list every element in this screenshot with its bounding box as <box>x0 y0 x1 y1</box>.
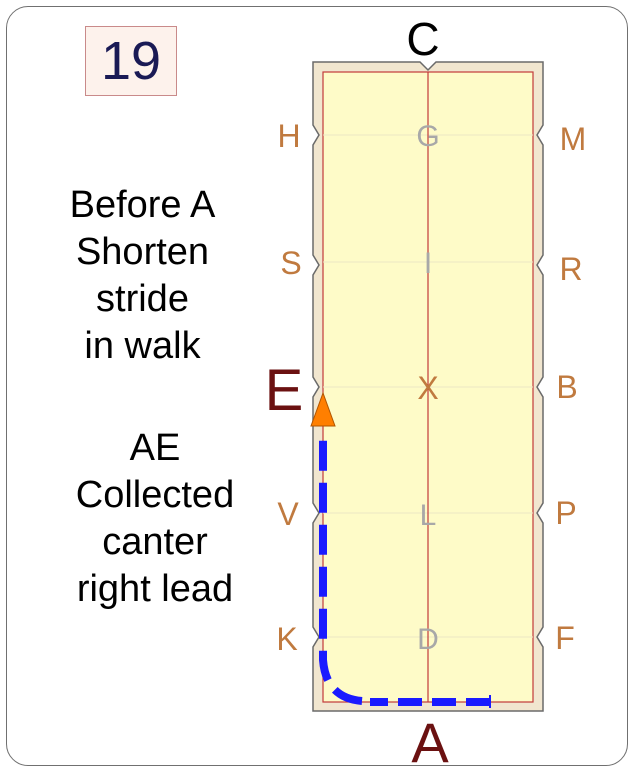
instruction-before-a: Before A Shorten stride in walk <box>40 182 245 370</box>
instruction-line: Collected <box>75 474 235 516</box>
letter-x: X <box>417 370 438 406</box>
letter-g: G <box>416 120 439 153</box>
movement-number-box: 19 <box>85 26 177 96</box>
letter-c: C <box>406 13 439 65</box>
letter-k: K <box>276 621 297 657</box>
arrow-head <box>310 391 336 427</box>
letter-e: E <box>265 358 304 423</box>
letter-r: R <box>559 251 582 287</box>
movement-number: 19 <box>100 31 162 91</box>
letter-b: B <box>556 369 577 405</box>
letter-p: P <box>555 495 576 531</box>
letter-d: D <box>417 623 439 656</box>
letter-a: A <box>411 711 449 774</box>
instruction-line: Shorten <box>75 231 210 273</box>
instruction-line: AE <box>129 427 181 469</box>
instruction-ae: AE Collected canter right lead <box>45 425 265 613</box>
letter-s: S <box>280 245 301 281</box>
letter-i: I <box>424 247 432 280</box>
path-canter <box>319 440 363 705</box>
instruction-line: right lead <box>76 568 234 610</box>
instruction-line: canter <box>102 521 208 563</box>
letter-v: V <box>277 496 299 532</box>
instruction-line: stride <box>96 278 189 320</box>
letter-h: H <box>277 118 300 154</box>
instruction-line: in walk <box>84 325 201 367</box>
instruction-line: Before A <box>69 184 216 226</box>
letter-l: L <box>420 499 437 532</box>
letter-f: F <box>555 620 575 656</box>
letter-m: M <box>560 121 587 157</box>
